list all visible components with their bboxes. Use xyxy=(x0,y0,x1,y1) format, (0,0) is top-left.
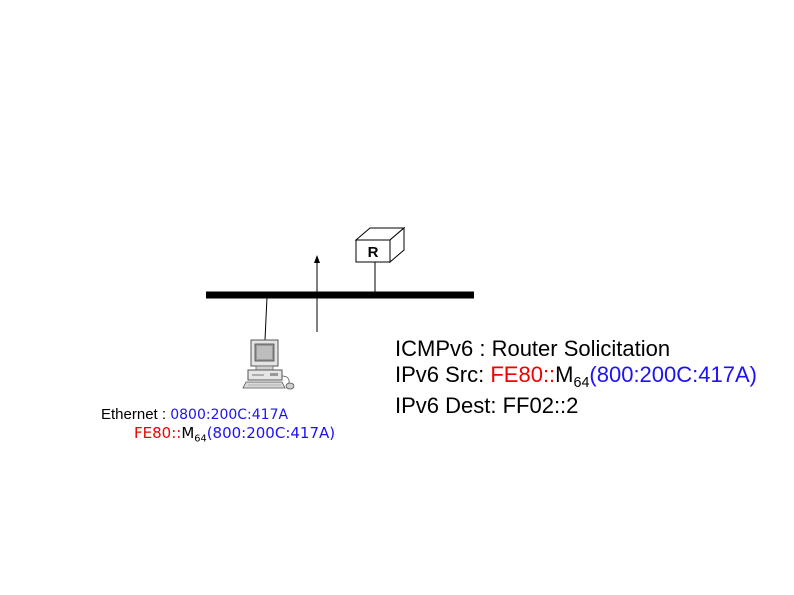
host-link-local-address: FE80::M64(800:200C:417A) xyxy=(134,424,336,445)
router-box: R xyxy=(354,226,406,264)
src-prefix: FE80:: xyxy=(490,362,556,387)
icmpv6-message-type: ICMPv6 : Router Solicitation xyxy=(395,336,671,361)
router-label: R xyxy=(368,244,379,261)
ll-separator: :: xyxy=(171,424,182,442)
src-interface-id: (800:200C:417A) xyxy=(589,362,757,387)
ipv6-destination-address: IPv6 Dest: FF02::2 xyxy=(395,393,579,418)
src-label: IPv6 Src: xyxy=(395,362,491,387)
solicitation-arrowhead xyxy=(314,255,320,263)
ipv6-source-address: IPv6 Src: FE80::M64(800:200C:417A) xyxy=(395,362,757,391)
ll-m-subscript: 64 xyxy=(194,433,207,445)
ethernet-label: Ethernet : xyxy=(101,406,171,423)
ll-m: M xyxy=(181,424,195,442)
src-m-subscript: 64 xyxy=(573,375,590,391)
src-m: M xyxy=(555,362,574,387)
host-link xyxy=(264,296,268,341)
ll-prefix: FE80 xyxy=(134,424,172,442)
computer-icon xyxy=(242,339,295,390)
ethernet-mac: 0800:200C:417A xyxy=(170,407,289,423)
ll-interface-id: (800:200C:417A) xyxy=(206,424,336,442)
host-ethernet-address: Ethernet : 0800:200C:417A xyxy=(101,407,288,422)
